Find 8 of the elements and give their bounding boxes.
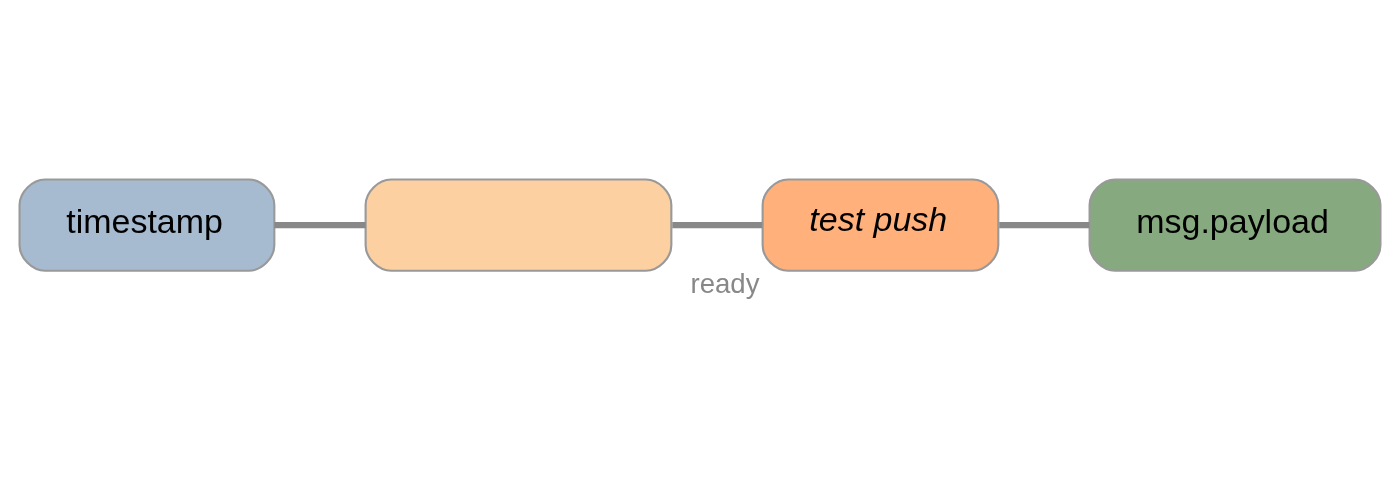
node-box xyxy=(364,178,673,272)
node-box: test push xyxy=(761,178,1000,272)
connector xyxy=(672,221,763,229)
node-label: ready xyxy=(690,267,760,299)
connector xyxy=(274,221,366,229)
node-box: msg.payload xyxy=(1088,178,1382,272)
connector xyxy=(999,221,1090,229)
node-box: timestamp xyxy=(18,178,276,272)
